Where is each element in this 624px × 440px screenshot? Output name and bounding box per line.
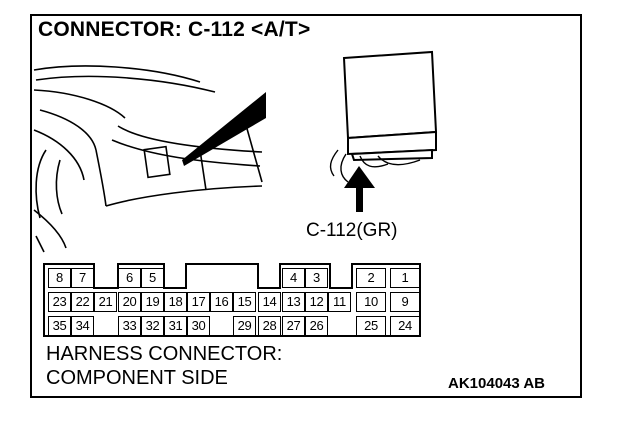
pin-cell: 5 (141, 268, 164, 288)
pin-cell: 29 (233, 316, 256, 336)
pin-cell: 7 (71, 268, 94, 288)
connector-arrow (344, 166, 375, 212)
pin-cell: 17 (187, 292, 210, 312)
pin-cell: 16 (210, 292, 233, 312)
pin-cell: 35 (48, 316, 71, 336)
pin-cell: 28 (258, 316, 281, 336)
pin-cell: 22 (71, 292, 94, 312)
pin-cell: 8 (48, 268, 71, 288)
pin-cell: 23 (48, 292, 71, 312)
pin-cell: 33 (118, 316, 141, 336)
connector-callout-label: C-112(GR) (306, 220, 398, 241)
pin-cell: 31 (164, 316, 187, 336)
caption-line-1: HARNESS CONNECTOR: (46, 343, 283, 365)
pin-cell: 1 (390, 268, 420, 288)
pin-cell: 19 (141, 292, 164, 312)
pin-cell: 2 (356, 268, 386, 288)
pin-cell: 15 (233, 292, 256, 312)
pin-cell: 21 (94, 292, 117, 312)
pin-cell: 6 (118, 268, 141, 288)
pin-cell: 14 (258, 292, 281, 312)
connector-title: CONNECTOR: C-112 <A/T> (38, 18, 311, 41)
pin-cell: 32 (141, 316, 164, 336)
pin-cell: 25 (356, 316, 386, 336)
pin-cell: 3 (305, 268, 328, 288)
pin-cell: 9 (390, 292, 420, 312)
pin-cell: 10 (356, 292, 386, 312)
pin-cell: 4 (282, 268, 305, 288)
pin-cell: 24 (390, 316, 420, 336)
pin-cell: 20 (118, 292, 141, 312)
pin-cell: 18 (164, 292, 187, 312)
pin-cell: 34 (71, 316, 94, 336)
connector-keyway-fill (187, 266, 257, 286)
pin-cell: 27 (282, 316, 305, 336)
pin-cell: 26 (305, 316, 328, 336)
pointer-wedge (182, 92, 266, 166)
figure-id: AK104043 AB (448, 375, 545, 392)
pin-cell: 11 (328, 292, 351, 312)
pin-cell: 12 (305, 292, 328, 312)
dashboard-illustration (33, 65, 263, 253)
caption-line-2: COMPONENT SIDE (46, 367, 228, 389)
pin-cell: 13 (282, 292, 305, 312)
control-module (329, 50, 438, 183)
pin-cell: 30 (187, 316, 210, 336)
